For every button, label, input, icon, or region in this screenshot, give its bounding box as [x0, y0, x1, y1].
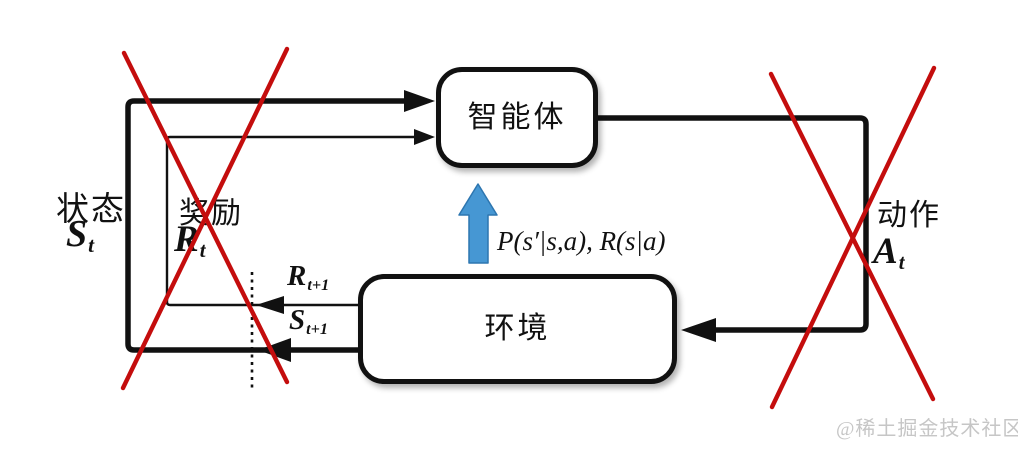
state-arrowhead-into-agent	[404, 90, 435, 112]
action-symbol-subscript: t	[898, 251, 905, 274]
reward-arrowhead-into-agent	[414, 129, 435, 145]
action-arrowhead-into-environment	[681, 318, 716, 342]
agent-box-label: 智能体	[467, 100, 567, 134]
reward-symbol-subscript: t	[199, 239, 206, 262]
environment-box: 环境	[358, 274, 677, 384]
reward-next-symbol: Rt+1	[287, 260, 329, 295]
state-next-subscript: t+1	[306, 319, 329, 338]
environment-box-label: 环境	[484, 312, 551, 345]
model-up-arrow-icon	[458, 183, 498, 264]
action-symbol: At	[873, 230, 904, 275]
state-label: 状态	[56, 192, 126, 228]
state-next-base: S	[289, 304, 306, 336]
action-symbol-base: A	[873, 231, 898, 272]
action-label: 动作	[877, 199, 941, 232]
watermark-text: @稀土掘金技术社区	[836, 418, 1018, 440]
state-symbol-base: S	[66, 213, 88, 255]
reward-arrowhead-from-environment	[256, 296, 284, 314]
reward-next-base: R	[287, 260, 307, 292]
reward-symbol-base: R	[174, 219, 199, 260]
reward-next-subscript: t+1	[307, 275, 330, 294]
state-symbol-subscript: t	[88, 232, 95, 257]
agent-box: 智能体	[436, 67, 598, 168]
state-symbol: St	[66, 212, 94, 258]
transition-probability-formula: P(s′|s,a), R(s|a)	[497, 226, 666, 256]
state-arrowhead-from-environment	[258, 338, 291, 362]
state-next-symbol: St+1	[289, 304, 328, 339]
reward-symbol: Rt	[174, 218, 205, 263]
